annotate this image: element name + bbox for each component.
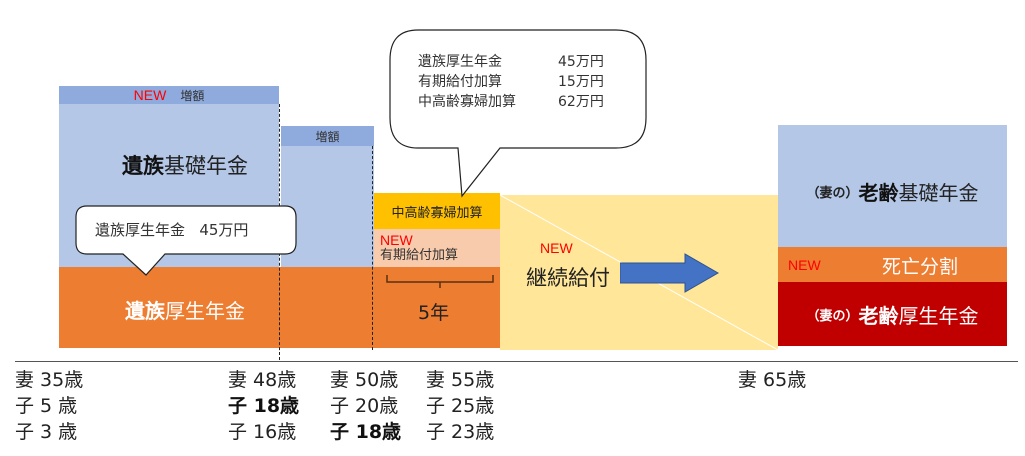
- basic-pension-increase-bar: NEW 増額: [59, 86, 279, 104]
- employee-pension-bold: 遺族: [125, 299, 165, 323]
- new-badge: NEW: [788, 257, 821, 273]
- callout-left: [75, 205, 297, 276]
- timeline-col-3: 妻 55歳子 25歳子 23歳: [426, 369, 495, 443]
- wife-label: （妻の）: [806, 185, 859, 201]
- middle-widow-addition: 中高齢寡婦加算: [374, 193, 500, 229]
- timeline-col-2: 妻 50歳子 20歳子 18歳: [330, 369, 402, 443]
- basic-pension-title: 遺族基礎年金: [122, 150, 248, 180]
- death-split-block: NEW 死亡分割: [778, 247, 1007, 282]
- wife-label: （妻の）: [806, 308, 859, 324]
- basic-pension-rest: 基礎年金: [898, 180, 979, 205]
- basic-pension-rest: 基礎年金: [164, 154, 248, 178]
- callout-label: 遺族厚生年金: [95, 221, 186, 239]
- timeline-col-4: 妻 65歳: [738, 369, 807, 391]
- basic-pension-increase-bar-2: 増額: [281, 126, 374, 146]
- employee-pension-title: 遺族厚生年金: [125, 295, 245, 324]
- fixed-term-label: 有期給付加算: [380, 248, 459, 263]
- death-split-label: 死亡分割: [882, 256, 959, 278]
- right-arrow-icon: [620, 253, 720, 293]
- basic-pension-bold: 遺族: [122, 154, 164, 178]
- employee-pension-rest: 厚生年金: [898, 303, 979, 328]
- new-badge: NEW: [380, 232, 413, 248]
- new-badge: NEW: [540, 240, 573, 256]
- timeline-axis: [15, 361, 1018, 362]
- old-age-bold: 老齢: [858, 180, 899, 205]
- callout-top: [389, 29, 647, 198]
- timeline-col-1: 妻 48歳子 18歳子 16歳: [228, 369, 300, 443]
- divider-50: [372, 146, 373, 350]
- callout-left-text: 遺族厚生年金 45万円: [95, 219, 248, 240]
- old-age-basic-block: （妻の）老齢基礎年金: [778, 125, 1007, 247]
- increase-label-2: 増額: [315, 129, 340, 144]
- middle-widow-label: 中高齢寡婦加算: [391, 205, 483, 221]
- employee-pension-rest: 厚生年金: [165, 299, 245, 323]
- fixed-term-addition: NEW 有期給付加算: [374, 229, 500, 267]
- callout-amount: 45万円: [199, 221, 249, 239]
- old-age-employee-block: （妻の）老齢厚生年金: [778, 282, 1007, 346]
- continued-benefit-label: 継続給付: [526, 266, 610, 290]
- increase-label: 増額: [180, 88, 205, 103]
- timeline-col-0: 妻 35歳子 5 歳子 3 歳: [15, 369, 84, 443]
- old-age-bold: 老齢: [858, 303, 899, 328]
- brace-icon: [386, 275, 494, 288]
- new-badge: NEW: [133, 87, 167, 103]
- five-years-label: 5年: [418, 302, 450, 324]
